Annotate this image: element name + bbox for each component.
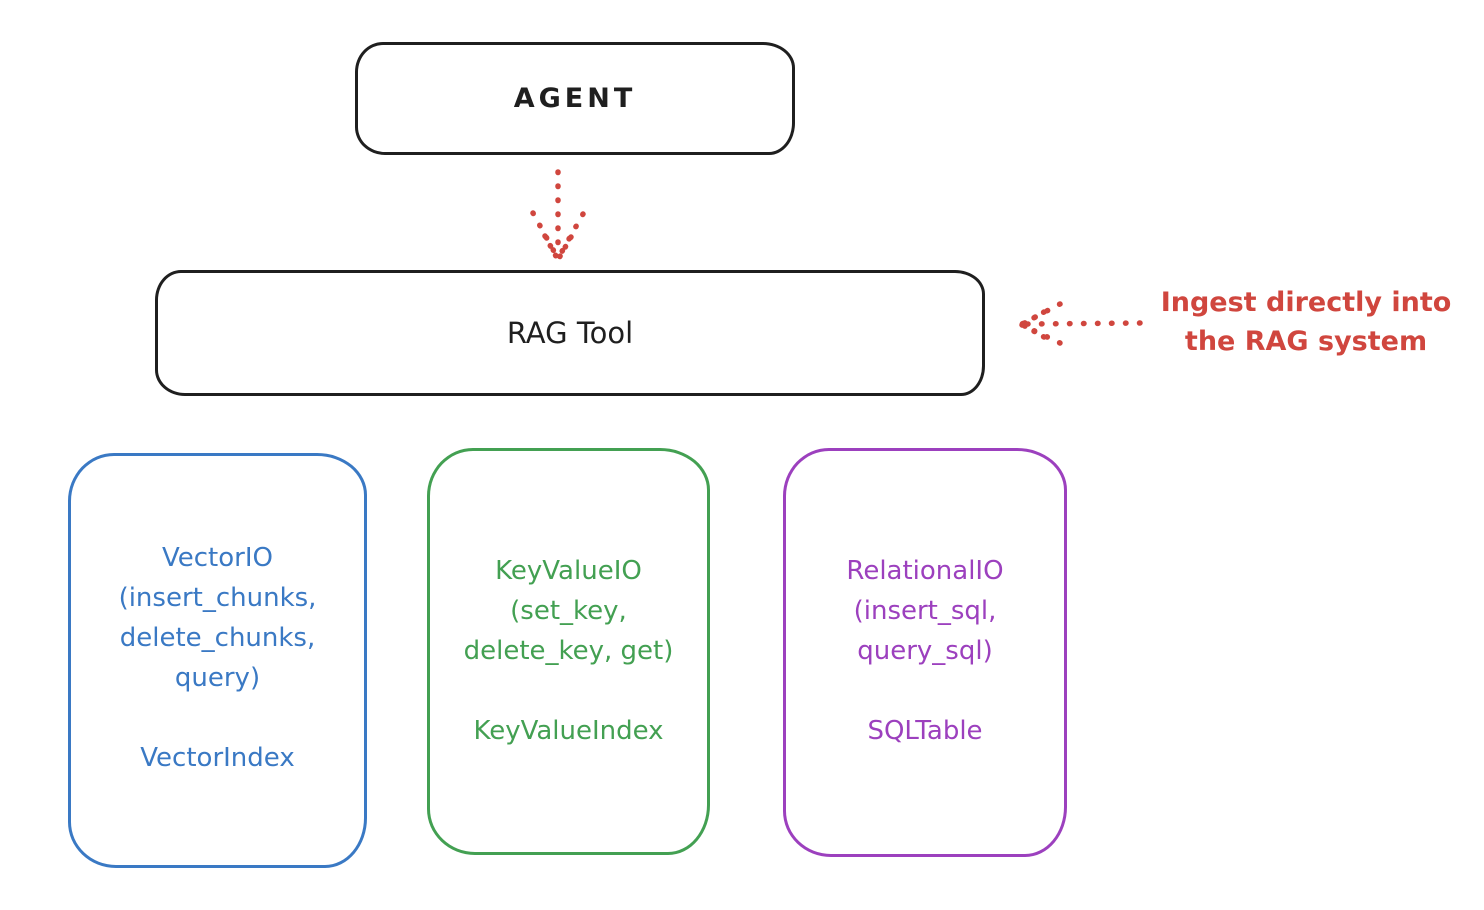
agent-to-ragtool-dotted-arrow <box>530 169 586 261</box>
rag-tool-box: RAG Tool <box>155 270 985 396</box>
vector-io-title-line: query) <box>174 663 261 693</box>
relational-io-text: RelationalIO (insert_sql, query_sql) SQL… <box>786 451 1064 751</box>
vector-io-box: VectorIO (insert_chunks, delete_chunks, … <box>68 453 367 868</box>
relational-io-title-line: RelationalIO <box>846 556 1004 586</box>
ingest-annotation-line-1: Ingest directly into <box>1160 287 1452 318</box>
keyvalue-io-title-line: KeyValueIO <box>495 556 642 586</box>
ingest-annotation: Ingest directly into the RAG system <box>1138 283 1474 361</box>
keyvalue-io-box: KeyValueIO (set_key, delete_key, get) Ke… <box>427 448 710 855</box>
vector-io-title-line: delete_chunks, <box>119 623 316 653</box>
sql-table-label: SQLTable <box>867 716 983 746</box>
vector-io-text: VectorIO (insert_chunks, delete_chunks, … <box>71 456 364 778</box>
relational-io-box: RelationalIO (insert_sql, query_sql) SQL… <box>783 448 1067 857</box>
relational-io-title-line: (insert_sql, <box>853 596 997 626</box>
relational-io-title-line: query_sql) <box>857 636 993 666</box>
keyvalue-index-label: KeyValueIndex <box>473 716 664 746</box>
vector-io-title-line: (insert_chunks, <box>118 583 317 613</box>
rag-tool-label: RAG Tool <box>506 316 634 350</box>
agent-box: AGENT <box>355 42 795 155</box>
agent-label: AGENT <box>513 83 637 114</box>
ingest-dotted-arrow <box>1019 301 1143 346</box>
keyvalue-io-text: KeyValueIO (set_key, delete_key, get) Ke… <box>430 451 707 751</box>
vector-index-label: VectorIndex <box>140 743 295 773</box>
ingest-annotation-line-2: the RAG system <box>1184 326 1428 357</box>
vector-io-title-line: VectorIO <box>162 543 273 573</box>
keyvalue-io-title-line: (set_key, <box>510 596 627 626</box>
keyvalue-io-title-line: delete_key, get) <box>463 636 674 666</box>
